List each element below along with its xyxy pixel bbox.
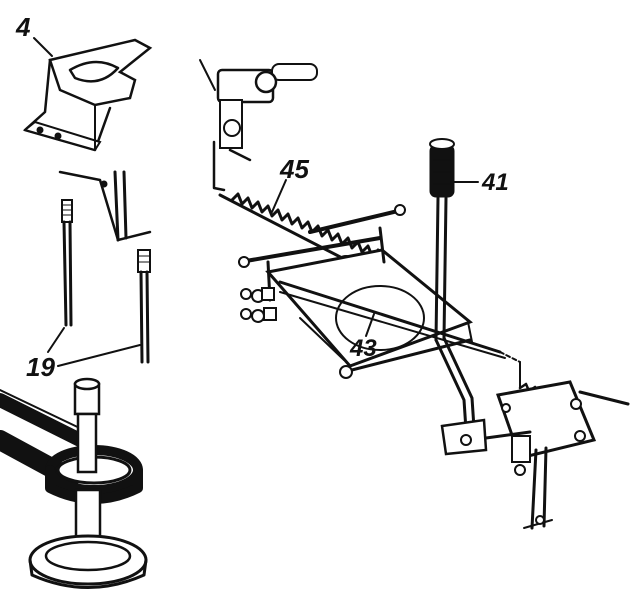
control-frame xyxy=(238,204,506,379)
callout-leader-45 xyxy=(271,179,287,213)
belt-and-pulley xyxy=(0,377,148,589)
callout-45: 45 xyxy=(279,154,309,184)
callout-43: 43 xyxy=(349,335,377,362)
lever-part xyxy=(429,138,488,456)
frame-bracket xyxy=(58,170,152,242)
callout-leader-4 xyxy=(33,37,53,57)
frame-fasteners xyxy=(240,287,277,323)
callout-41: 41 xyxy=(481,169,509,196)
callout-leader-19b xyxy=(57,344,141,367)
callout-19: 19 xyxy=(26,352,55,382)
upper-linkage xyxy=(199,59,318,192)
bracket-part xyxy=(22,38,153,152)
bolt-left xyxy=(61,199,73,327)
callout-leader-19a xyxy=(47,327,65,353)
bolt-right xyxy=(137,249,151,364)
callout-4: 4 xyxy=(15,12,31,42)
callout-leader-43 xyxy=(365,313,375,337)
lower-right-linkage xyxy=(484,351,630,530)
